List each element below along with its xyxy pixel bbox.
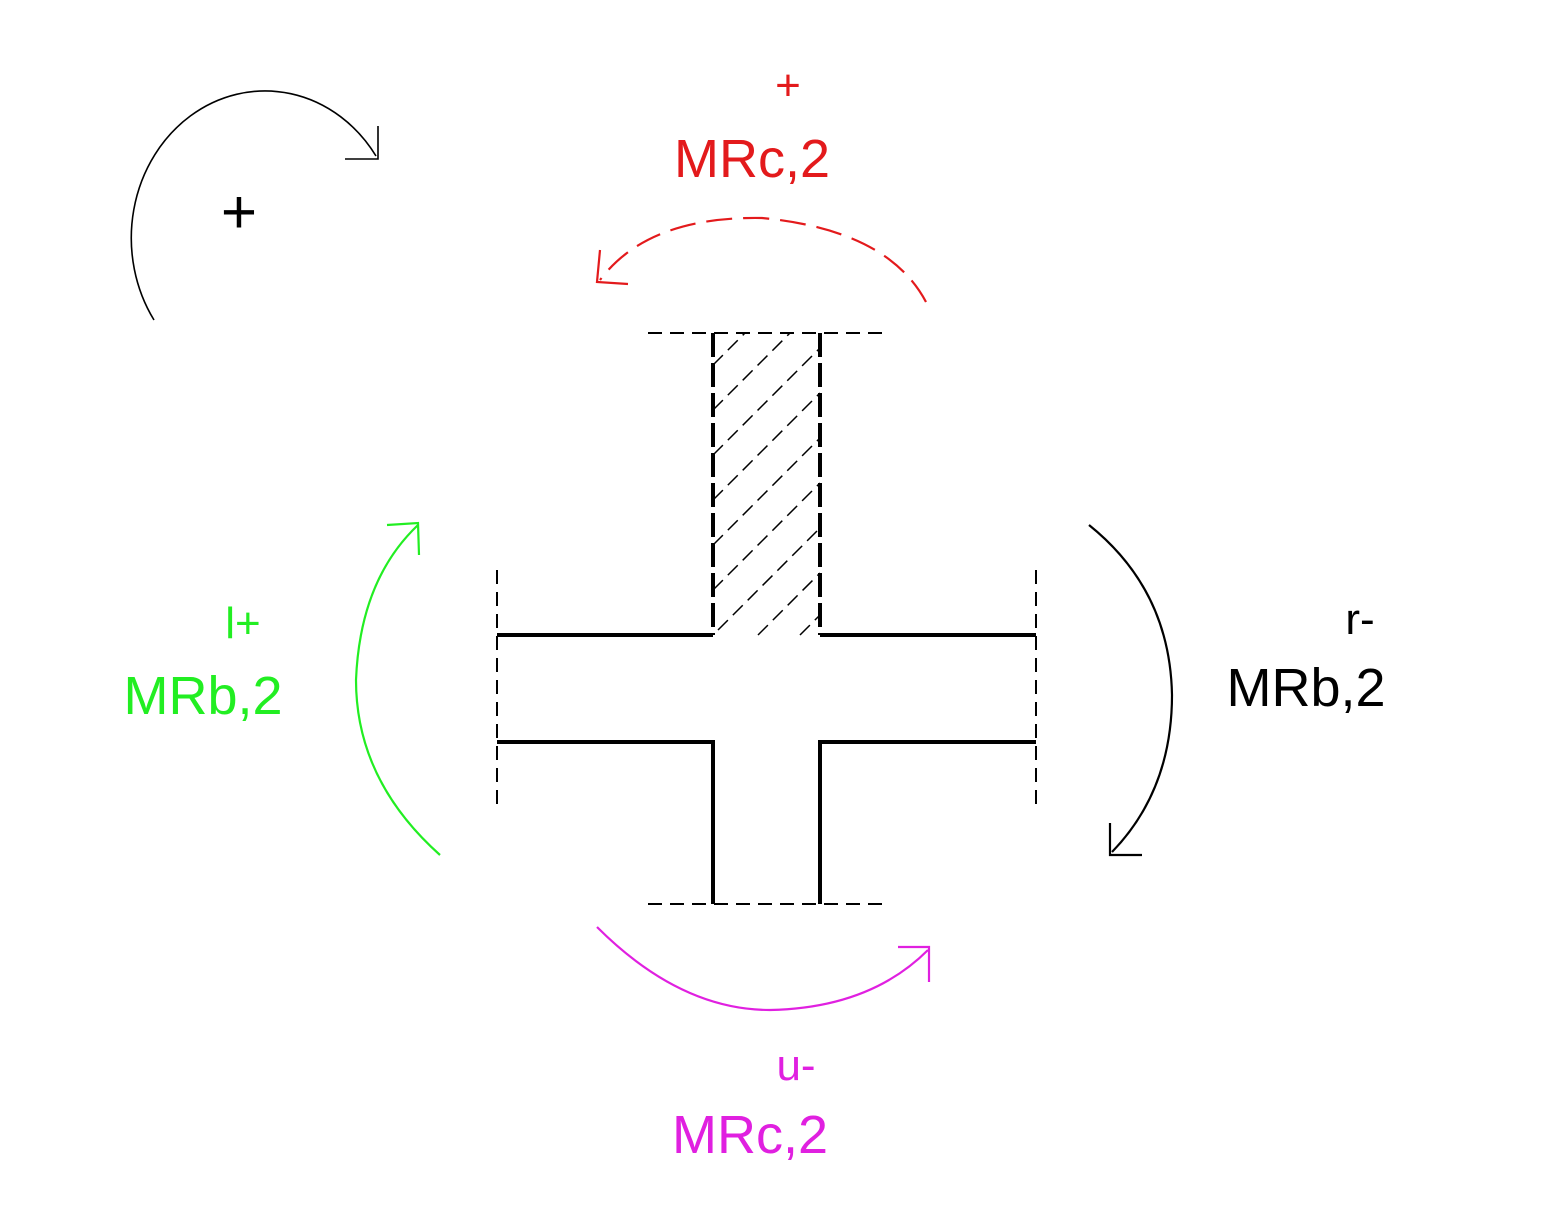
sign-convention-symbol: + bbox=[221, 178, 257, 247]
column-top-label: MRc,2 bbox=[674, 129, 830, 189]
column-top-superscript: + bbox=[775, 61, 801, 110]
beam-right-arrow-arc bbox=[1088, 524, 1174, 853]
column-bottom-arrow-arc bbox=[596, 926, 929, 1012]
beam-left-arrow-arc bbox=[354, 524, 441, 856]
beam-left-superscript: l+ bbox=[225, 599, 260, 648]
column-top-arrow-head bbox=[595, 249, 629, 286]
beam-right-arrow-head bbox=[1108, 823, 1142, 857]
column-bottom-moment: u- MRc,2 bbox=[596, 926, 931, 1165]
column-bottom-superscript: u- bbox=[776, 1041, 815, 1090]
sign-convention-arrow-arc bbox=[130, 90, 377, 321]
beam-left-bottom-edge bbox=[497, 740, 715, 904]
beam-right-superscript: r- bbox=[1345, 595, 1374, 644]
column-bottom-arrow-head bbox=[898, 945, 931, 982]
beam-left-label: MRb,2 bbox=[123, 666, 282, 726]
column-bottom-label: MRc,2 bbox=[672, 1105, 828, 1165]
column-top-arrow-arc bbox=[599, 216, 927, 303]
beam-left-moment: l+ MRb,2 bbox=[123, 521, 441, 856]
sign-convention: + bbox=[130, 90, 379, 321]
sign-convention-arrow-head bbox=[345, 126, 379, 160]
column-top-moment: + MRc,2 bbox=[595, 61, 927, 303]
joint-structure bbox=[496, 332, 1037, 905]
beam-right-moment: r- MRb,2 bbox=[1088, 524, 1386, 857]
beam-left-arrow-head bbox=[386, 521, 421, 556]
beam-right-label: MRb,2 bbox=[1226, 658, 1385, 718]
column-hatch bbox=[712, 332, 821, 636]
beam-right-bottom-edge bbox=[818, 740, 1036, 904]
